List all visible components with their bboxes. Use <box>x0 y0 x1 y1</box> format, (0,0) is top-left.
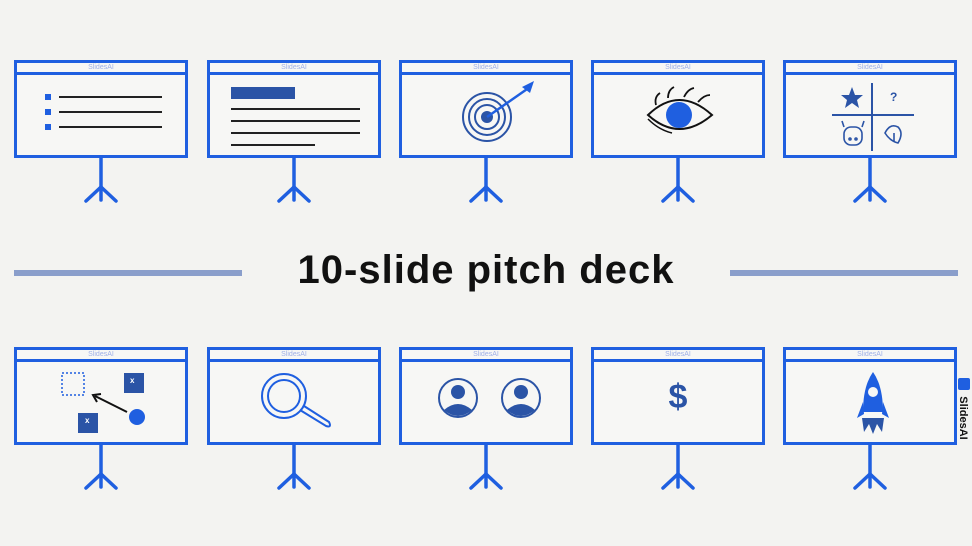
slide-board: SlidesAI <box>783 347 957 445</box>
team-icon <box>402 362 570 442</box>
slide-board: SlidesAI <box>399 60 573 158</box>
easel-stand <box>853 442 887 490</box>
slide-header: SlidesAI <box>402 63 570 75</box>
slide-6-easel: SlidesAI x x <box>14 347 188 493</box>
x-marker: x <box>85 416 90 425</box>
easel-stand <box>84 442 118 490</box>
x-marker: x <box>130 376 135 385</box>
slide-header: SlidesAI <box>594 63 762 75</box>
text-block-icon <box>210 75 378 155</box>
page-title: 10-slide pitch deck <box>297 248 675 292</box>
brand-watermark: SlidesAI <box>955 378 972 448</box>
slide-10-easel: SlidesAI <box>783 347 957 493</box>
brand-name: SlidesAI <box>957 396 969 440</box>
target-icon <box>402 75 570 155</box>
easel-stand <box>661 442 695 490</box>
competition-move-icon: x x <box>17 362 185 442</box>
slide-4-easel: SlidesAI <box>591 60 765 206</box>
bullet-list-icon <box>17 75 185 155</box>
eye-icon <box>594 75 762 155</box>
slide-header: SlidesAI <box>17 63 185 75</box>
slide-header: SlidesAI <box>210 350 378 362</box>
dollar-symbol: $ <box>668 378 688 416</box>
slide-8-easel: SlidesAI <box>399 347 573 493</box>
slide-header: SlidesAI <box>402 350 570 362</box>
easel-stand <box>277 442 311 490</box>
right-divider <box>730 270 958 276</box>
slide-board: SlidesAI <box>399 347 573 445</box>
slide-header: SlidesAI <box>594 350 762 362</box>
slide-header: SlidesAI <box>786 350 954 362</box>
slide-header: SlidesAI <box>786 63 954 75</box>
slide-3-easel: SlidesAI <box>399 60 573 206</box>
slide-board: SlidesAI <box>207 60 381 158</box>
slide-board: SlidesAI x x <box>14 347 188 445</box>
magnifier-icon <box>210 362 378 442</box>
easel-stand <box>277 155 311 203</box>
matrix-quadrant-icon: ? <box>786 75 954 155</box>
slide-board: SlidesAI ? <box>783 60 957 158</box>
slide-board: SlidesAI <box>207 347 381 445</box>
slide-board: SlidesAI <box>14 60 188 158</box>
slide-board: SlidesAI <box>591 60 765 158</box>
easel-stand <box>661 155 695 203</box>
easel-stand <box>469 442 503 490</box>
slidesai-logo-icon <box>958 378 970 390</box>
slide-1-easel: SlidesAI <box>14 60 188 206</box>
easel-stand <box>84 155 118 203</box>
rocket-icon <box>786 362 954 442</box>
easel-stand <box>469 155 503 203</box>
slide-board: SlidesAI $ <box>591 347 765 445</box>
slide-9-easel: SlidesAI $ <box>591 347 765 493</box>
easel-stand <box>853 155 887 203</box>
slide-7-easel: SlidesAI <box>207 347 381 493</box>
left-divider <box>14 270 242 276</box>
dollar-icon: $ <box>594 362 762 442</box>
slide-2-easel: SlidesAI <box>207 60 381 206</box>
slide-header: SlidesAI <box>17 350 185 362</box>
slide-header: SlidesAI <box>210 63 378 75</box>
question-mark: ? <box>890 90 897 104</box>
slide-5-easel: SlidesAI ? <box>783 60 957 206</box>
